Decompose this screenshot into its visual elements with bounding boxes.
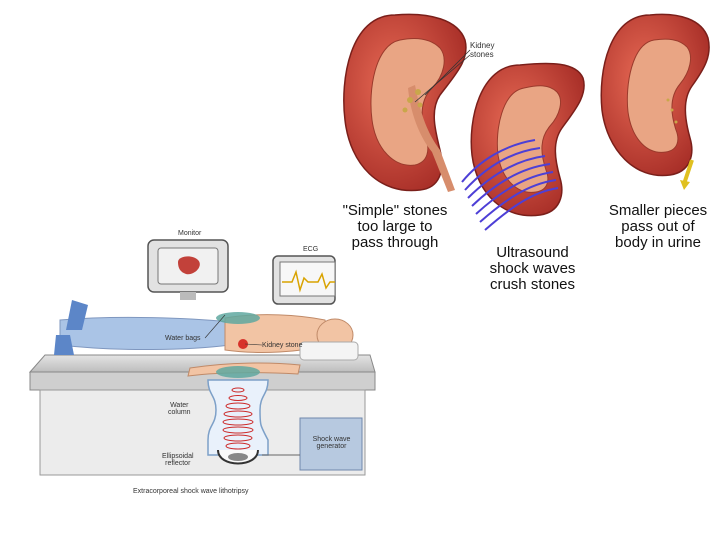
water-column [207, 379, 269, 456]
patient [54, 300, 359, 377]
shock-wave-arcs [461, 139, 559, 231]
kidney-illustration-shock-waves [461, 62, 585, 231]
label-water-bags: Water bags [165, 335, 201, 342]
ecg-monitor [272, 255, 336, 305]
label-monitor: Monitor [178, 230, 202, 237]
label-water-column: Water column [168, 402, 191, 416]
label-shock-wave-generator: Shock wave generator [312, 436, 351, 450]
label-ecg: ECG [303, 246, 319, 253]
caption-simple-stones: "Simple" stones too large to pass throug… [342, 202, 448, 251]
label-kidney-stones: Kidney stones [470, 41, 495, 59]
lithotripsy-scene [28, 239, 376, 476]
label-kidney-stone: Kidney stone [262, 342, 303, 349]
label-ellipsoidal-reflector: Ellipsoidal reflector [162, 453, 194, 467]
caption-smaller-pieces: Smaller pieces pass out of body in urine [608, 202, 708, 251]
caption-ultrasound-shock-waves: Ultrasound shock waves crush stones [489, 244, 576, 293]
figure-caption-lithotripsy: Extracorporeal shock wave lithotripsy [133, 488, 249, 495]
kidney-illustration-small-pieces [600, 13, 710, 190]
monitor [147, 239, 229, 300]
kidney-illustration-simple-stones [343, 13, 471, 192]
